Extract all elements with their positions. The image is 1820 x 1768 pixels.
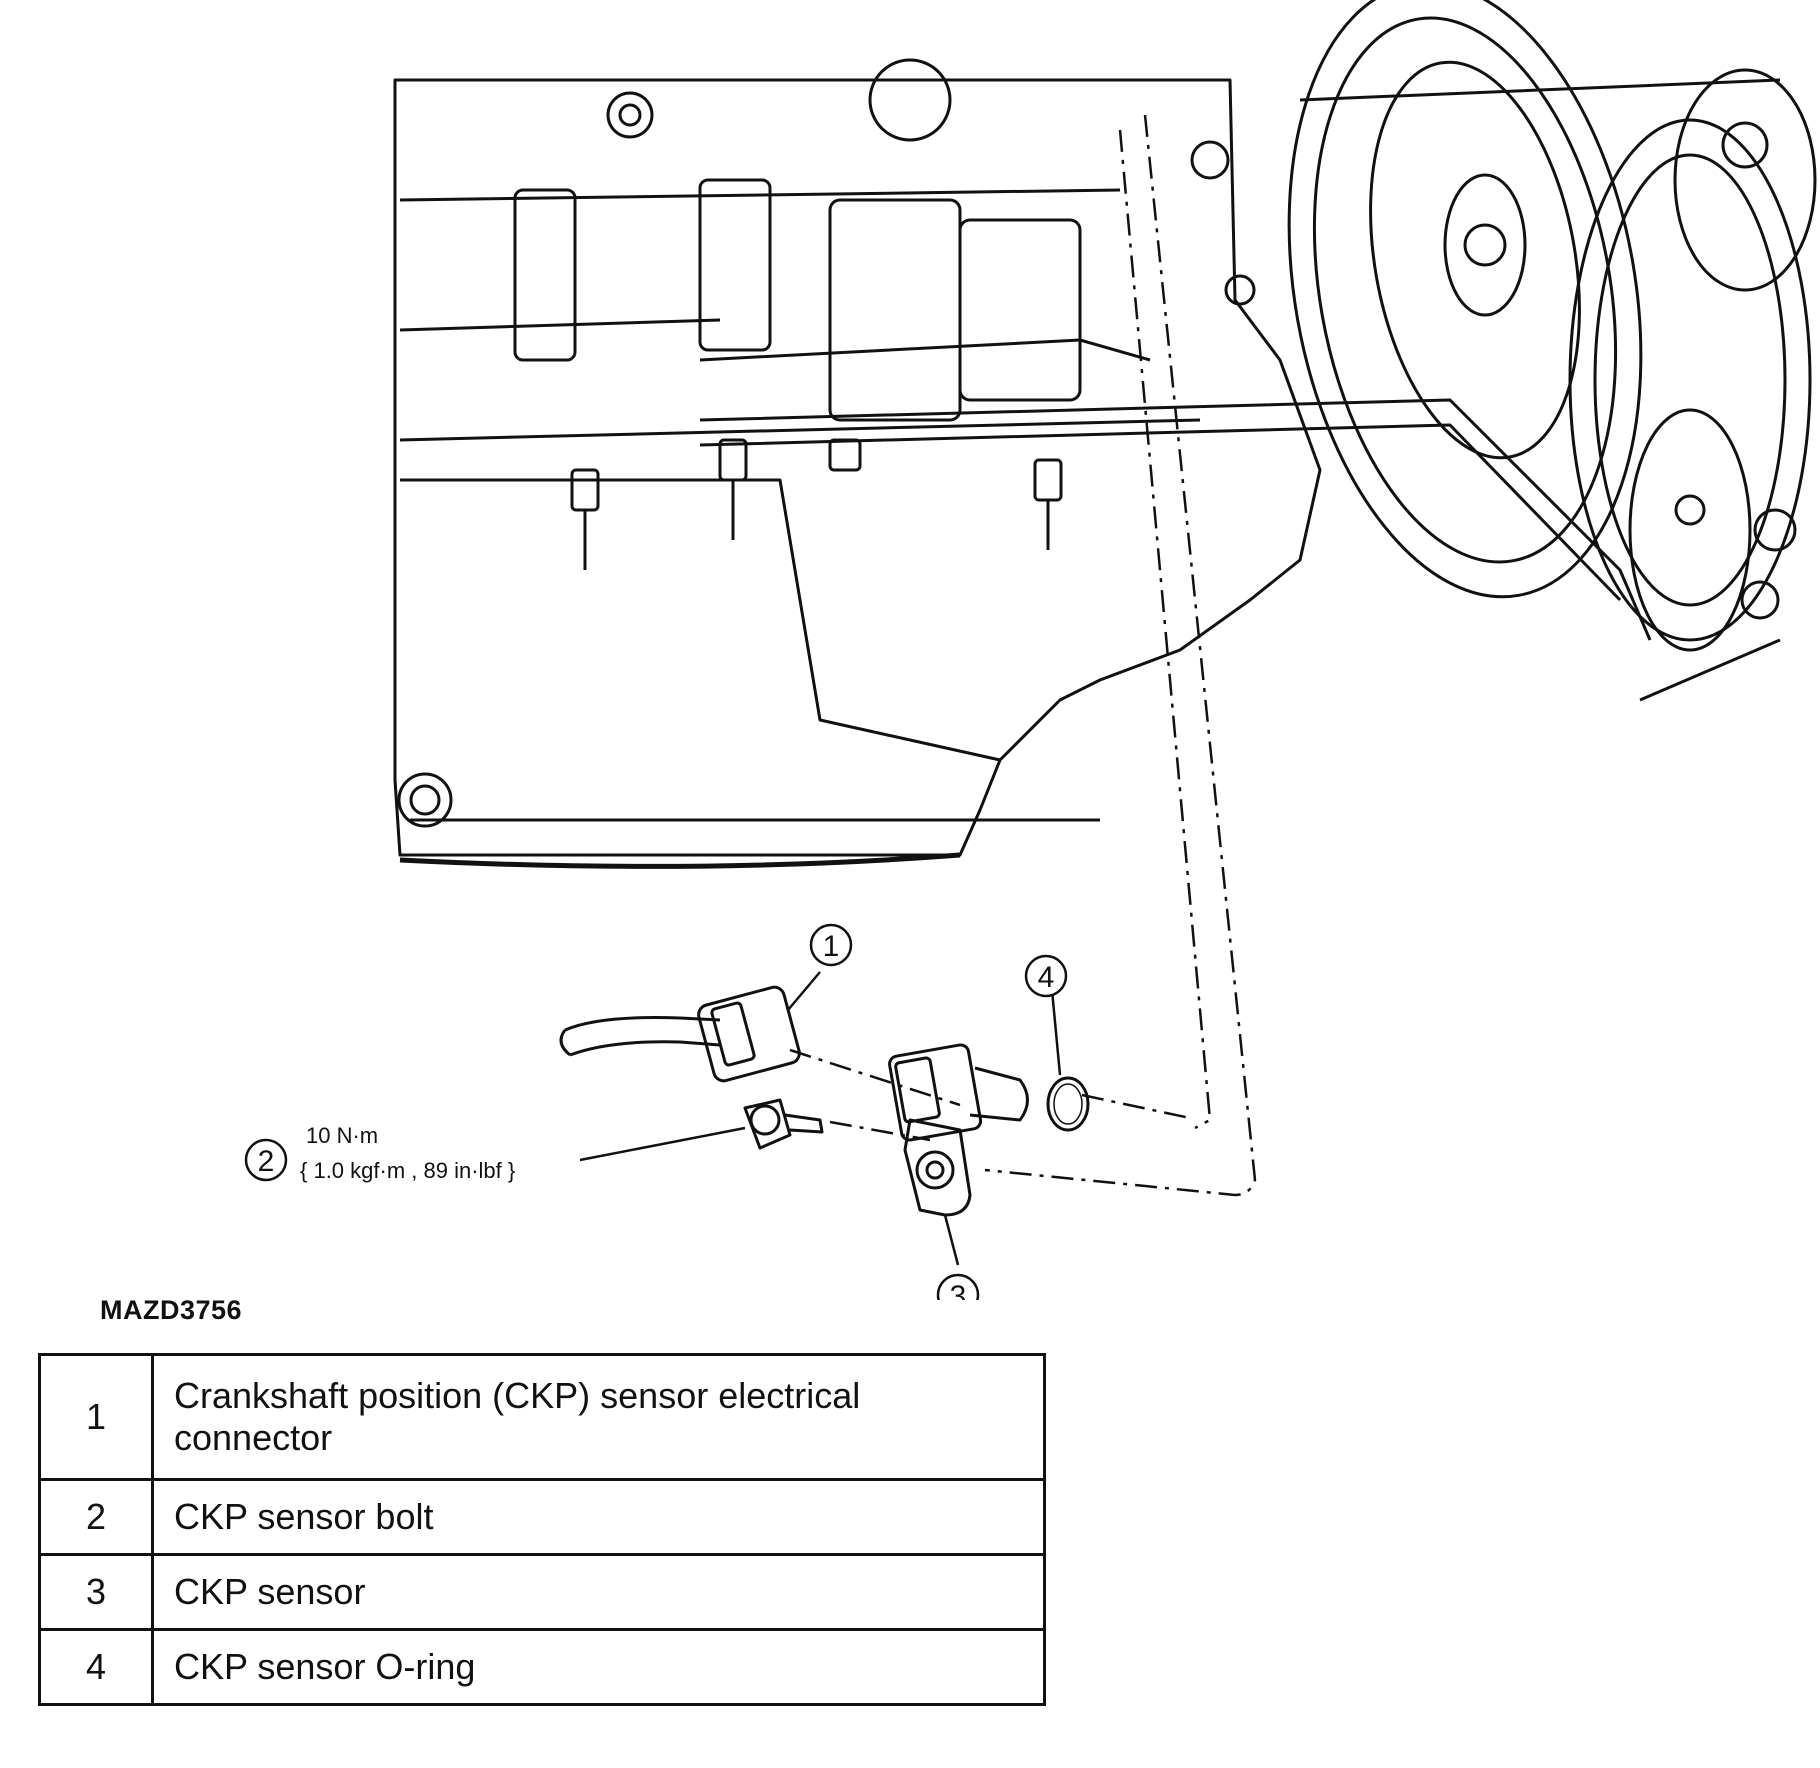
drive-belt: [1299, 78, 1781, 702]
callout-3-number: 3: [950, 1280, 967, 1300]
ckp-sensor-illustration: [888, 1043, 1029, 1217]
table-row: 4 CKP sensor O-ring: [38, 1628, 1046, 1706]
torque-spec-metric: 10 N·m: [306, 1123, 378, 1148]
figure-id: MAZD3756: [100, 1295, 243, 1325]
callout-1-number: 1: [823, 930, 840, 963]
table-row: 2 CKP sensor bolt: [38, 1478, 1046, 1556]
engine-block-illustration: [393, 58, 1652, 869]
ckp-o-ring-illustration: [1046, 1076, 1090, 1132]
ckp-connector-illustration: [559, 985, 801, 1083]
phantom-guide-lines: [789, 114, 1257, 1197]
torque-spec-alt-units: { 1.0 kgf·m , 89 in·lbf }: [300, 1158, 515, 1183]
legend-description: CKP sensor: [151, 1553, 1046, 1631]
callout-2: 2: [244, 1138, 288, 1182]
legend-number: 3: [38, 1553, 154, 1631]
callout-leaders: [579, 971, 1062, 1266]
callout-4-number: 4: [1038, 961, 1055, 994]
drain-plug: [397, 772, 453, 828]
table-row: 1 Crankshaft position (CKP) sensor elect…: [38, 1353, 1046, 1481]
ckp-bolt-illustration: [743, 1098, 824, 1150]
legend-description: Crankshaft position (CKP) sensor electri…: [151, 1353, 1046, 1481]
mounting-studs: [570, 438, 1063, 570]
callout-4: 4: [1024, 954, 1068, 998]
legend-description: CKP sensor bolt: [151, 1478, 1046, 1556]
callout-3: 3: [936, 1273, 980, 1300]
callout-1: 1: [809, 923, 853, 967]
legend-description: CKP sensor O-ring: [151, 1628, 1046, 1706]
engine-exploded-view-diagram: 1 2 3 4 10 N·m { 1.0 kgf·m , 89 in·lbf }: [244, 0, 1817, 1300]
callout-2-number: 2: [258, 1145, 275, 1178]
legend-number: 4: [38, 1628, 154, 1706]
table-row: 3 CKP sensor: [38, 1553, 1046, 1631]
accessory-pulleys: [1568, 68, 1817, 652]
legend-table: 1 Crankshaft position (CKP) sensor elect…: [38, 1353, 1046, 1706]
legend-number: 1: [38, 1353, 154, 1481]
legend-number: 2: [38, 1478, 154, 1556]
